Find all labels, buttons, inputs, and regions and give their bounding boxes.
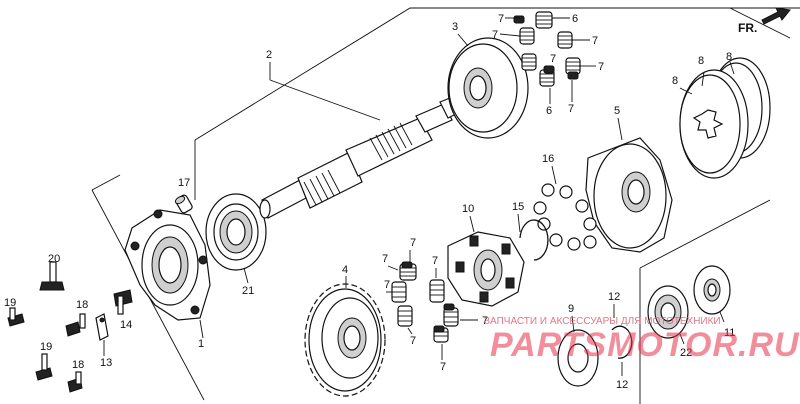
callout-2: 2 bbox=[266, 49, 272, 61]
spring-cap-icon bbox=[513, 15, 525, 24]
callout-18-a: 18 bbox=[76, 299, 88, 311]
callout-8-a: 8 bbox=[672, 75, 678, 87]
callout-10: 10 bbox=[462, 203, 474, 215]
callout-7-k: 7 bbox=[410, 335, 416, 347]
part-9-washer bbox=[557, 329, 599, 387]
spline-hub-icon bbox=[692, 109, 724, 139]
callout-7-b: 7 bbox=[492, 29, 498, 41]
spring-coil-icon bbox=[519, 27, 535, 45]
part-1-housing-cover bbox=[124, 209, 211, 321]
callout-3: 3 bbox=[452, 21, 458, 33]
callout-19-a: 19 bbox=[4, 297, 16, 309]
callout-12-a: 12 bbox=[608, 291, 620, 303]
part-11-seal bbox=[693, 265, 731, 315]
part-3-drum bbox=[447, 37, 529, 139]
part-22-bearing bbox=[647, 285, 689, 339]
part-18-bolt-b bbox=[67, 371, 83, 393]
part-19-bolt-b bbox=[35, 353, 53, 381]
callout-8-c: 8 bbox=[726, 51, 732, 63]
callout-18-b: 18 bbox=[72, 359, 84, 371]
callout-21: 21 bbox=[242, 285, 254, 297]
watermark: ЗАПЧАСТИ И АКСЕССУАРЫ ДЛЯ МОТОТЕХНИКИ PA… bbox=[484, 316, 800, 364]
callout-16: 16 bbox=[542, 153, 554, 165]
callout-4: 4 bbox=[342, 264, 348, 276]
spring-cap-icon bbox=[433, 325, 445, 333]
callout-7-i: 7 bbox=[432, 255, 438, 267]
callout-22: 22 bbox=[680, 347, 692, 359]
callout-5: 5 bbox=[614, 105, 620, 117]
part-14-bolt bbox=[113, 289, 133, 315]
spring-coil-icon bbox=[443, 307, 459, 327]
part-21-bearing bbox=[205, 193, 267, 271]
spring-coil-icon bbox=[397, 305, 413, 327]
spring-cap-icon bbox=[567, 71, 579, 80]
shaft-splines bbox=[303, 122, 413, 206]
part-18-bolt-a bbox=[65, 313, 86, 337]
callout-7-j: 7 bbox=[384, 279, 390, 291]
springs-top-group bbox=[513, 11, 581, 87]
callout-7-f: 7 bbox=[568, 103, 574, 115]
spring-cap-icon bbox=[443, 303, 455, 311]
callout-7-m: 7 bbox=[440, 361, 446, 373]
callout-11: 11 bbox=[724, 327, 735, 339]
callout-7-g: 7 bbox=[410, 237, 416, 249]
callout-13: 13 bbox=[100, 357, 112, 369]
callout-6-b: 6 bbox=[546, 105, 552, 117]
front-direction-indicator: FR. bbox=[738, 7, 791, 35]
part-13-bracket bbox=[95, 313, 109, 341]
spring-coil-icon bbox=[391, 281, 407, 303]
callout-9: 9 bbox=[568, 303, 574, 315]
callout-7-l: 7 bbox=[482, 315, 488, 327]
part-19-bolt-a bbox=[7, 307, 25, 327]
callout-20: 20 bbox=[48, 253, 60, 265]
spring-coil-icon bbox=[539, 69, 555, 87]
part-8-disk-front bbox=[679, 69, 749, 179]
part-4-gear bbox=[304, 283, 386, 397]
spring-coil-icon bbox=[535, 11, 553, 29]
part-16-steel-balls bbox=[533, 183, 597, 251]
part-2-shaft bbox=[259, 97, 457, 219]
part-12-circlip bbox=[611, 325, 633, 359]
spring-coil-icon bbox=[521, 53, 537, 71]
part-17-dowel-pin bbox=[174, 194, 193, 214]
callout-7-h: 7 bbox=[382, 253, 388, 265]
watermark-brand: PARTSMOTOR.RU bbox=[490, 326, 800, 364]
callout-6-a: 6 bbox=[572, 13, 578, 25]
springs-lower-group bbox=[391, 261, 459, 343]
callout-7-c: 7 bbox=[592, 35, 598, 47]
callout-12-b: 12 bbox=[616, 379, 628, 391]
callout-19-b: 19 bbox=[40, 341, 52, 353]
callout-17: 17 bbox=[178, 177, 190, 189]
callout-14: 14 bbox=[120, 319, 132, 331]
callout-7-a: 7 bbox=[498, 13, 504, 25]
spring-coil-icon bbox=[557, 31, 573, 49]
front-arrow-icon bbox=[761, 7, 791, 25]
watermark-caption: ЗАПЧАСТИ И АКСЕССУАРЫ ДЛЯ МОТОТЕХНИКИ bbox=[484, 316, 721, 327]
spring-cap-icon bbox=[543, 65, 555, 74]
callout-1: 1 bbox=[198, 338, 204, 350]
part-5-clutch-outer bbox=[585, 137, 673, 253]
spring-cap-icon bbox=[401, 261, 413, 269]
spring-coil-icon bbox=[429, 279, 445, 303]
callout-8-b: 8 bbox=[698, 55, 704, 67]
part-15-circlip bbox=[519, 219, 549, 261]
part-20-bolt bbox=[39, 261, 65, 291]
spring-coil-icon bbox=[565, 57, 581, 75]
callout-7-e: 7 bbox=[598, 61, 604, 73]
front-label: FR. bbox=[738, 21, 757, 35]
callout-7-d: 7 bbox=[550, 53, 556, 65]
part-10-holder bbox=[447, 231, 525, 307]
callout-15: 15 bbox=[512, 201, 524, 213]
